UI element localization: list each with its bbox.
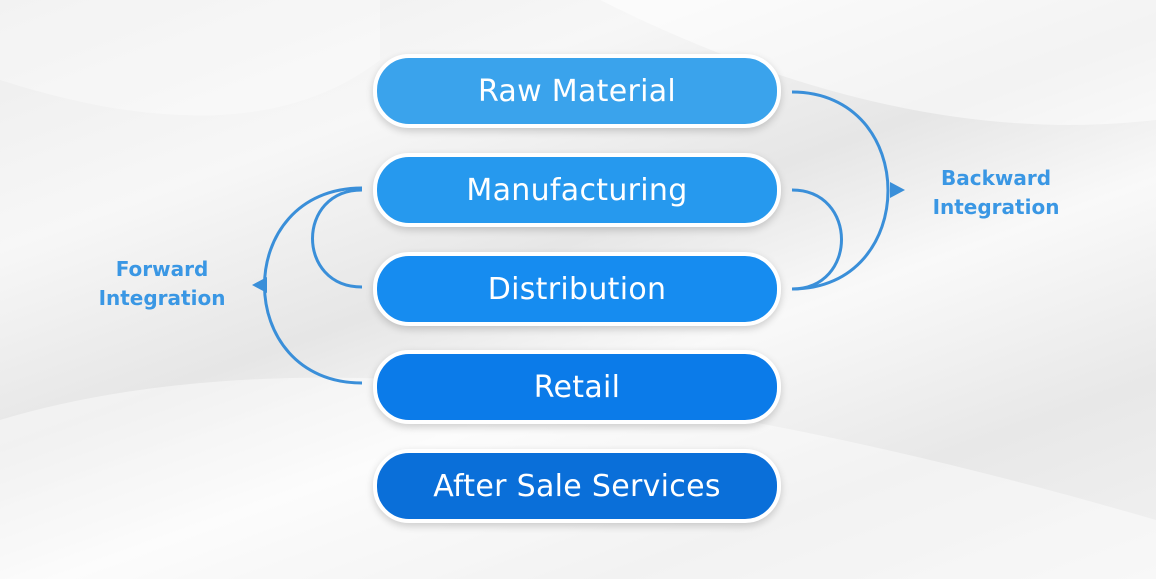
stage-raw-material: Raw Material	[373, 54, 781, 128]
backward-inner-arc	[791, 188, 843, 291]
stage-label: After Sale Services	[433, 468, 721, 504]
forward-inner-arc	[311, 188, 363, 289]
stage-label: Raw Material	[477, 73, 677, 109]
stage-manufacturing: Manufacturing	[373, 153, 781, 227]
stage-label: Retail	[533, 369, 621, 405]
stage-distribution: Distribution	[373, 252, 781, 326]
backward-integration-label: Backward Integration	[916, 164, 1076, 222]
backward-outer-arc	[791, 90, 890, 291]
backward-arrow-icon	[890, 182, 905, 198]
stage-label: Manufacturing	[466, 172, 688, 208]
forward-arrow-icon	[252, 277, 267, 293]
stage-retail: Retail	[373, 350, 781, 424]
forward-line2: Integration	[98, 286, 226, 310]
stage-label: Distribution	[487, 271, 667, 307]
backward-line2: Integration	[932, 195, 1060, 219]
backward-line1: Backward	[940, 166, 1052, 190]
forward-integration-label: Forward Integration	[82, 255, 242, 313]
forward-line1: Forward	[115, 257, 209, 281]
stage-after-sale-services: After Sale Services	[373, 449, 781, 523]
